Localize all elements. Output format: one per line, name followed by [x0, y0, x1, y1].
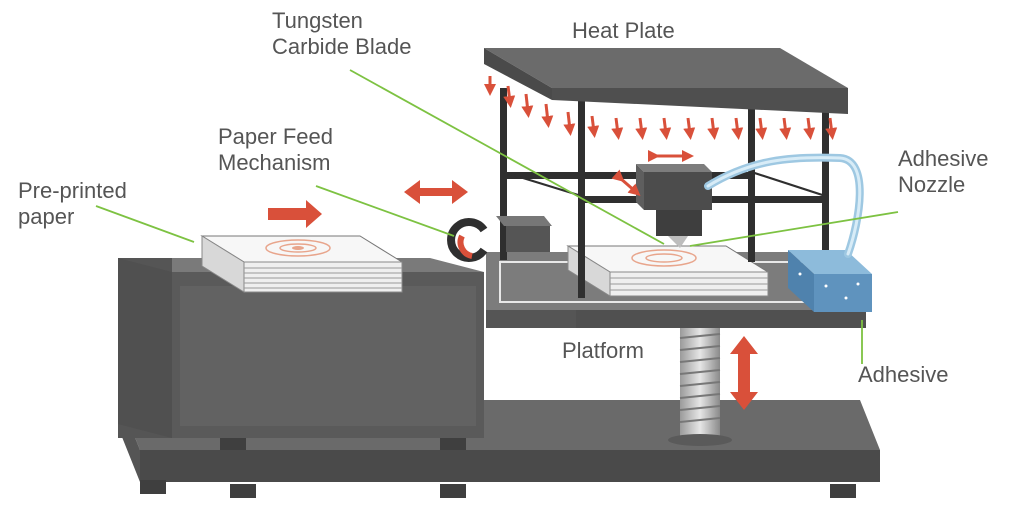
feed-arrows [268, 180, 468, 228]
leader-lines [95, 69, 899, 364]
paper-stack-left [200, 235, 404, 293]
label-paper-feed-mechanism: Paper Feed Mechanism [218, 124, 333, 175]
platform-vertical-arrow [730, 336, 758, 410]
label-platform: Platform [562, 338, 644, 363]
label-heat-plate: Heat Plate [572, 18, 675, 43]
base-feet [140, 436, 856, 498]
label-tungsten-carbide-blade: Tungsten Carbide Blade [272, 8, 412, 59]
label-adhesive: Adhesive [858, 362, 949, 387]
label-adhesive-nozzle: Adhesive Nozzle [898, 146, 989, 197]
paper-stack-platform [566, 245, 770, 297]
feed-roller [447, 216, 552, 262]
screw-lift [668, 328, 732, 446]
label-pre-printed-paper: Pre-printed paper [18, 178, 127, 229]
heat-plate [484, 48, 848, 114]
head-motion-arrows [611, 150, 694, 196]
heat-arrows [484, 76, 838, 140]
feed-block [118, 258, 484, 438]
